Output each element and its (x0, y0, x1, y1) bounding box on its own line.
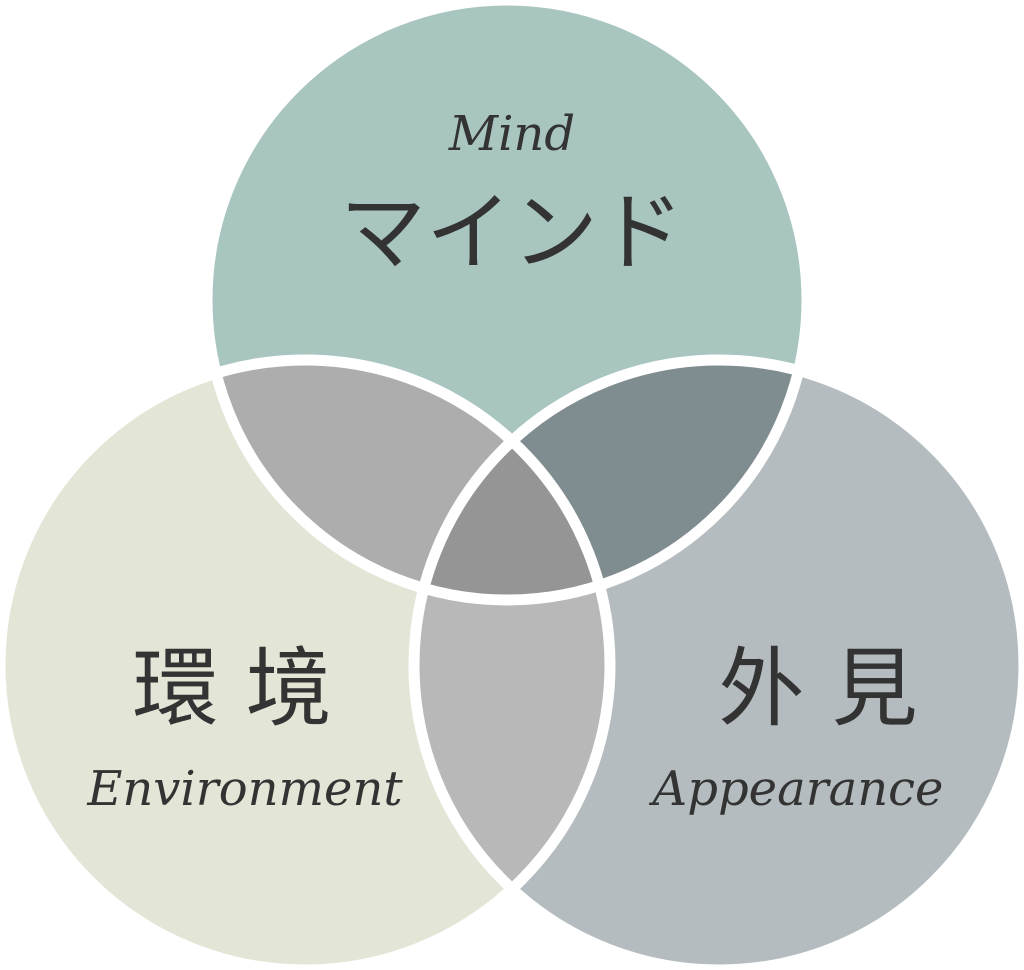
mind-label-en: Mind (448, 106, 575, 162)
appearance-label-en: Appearance (649, 761, 944, 817)
environment-label-jp: 環 境 (132, 639, 331, 739)
mind-label-jp: マインド (340, 183, 684, 283)
appearance-label-jp: 外 見 (718, 639, 917, 739)
environment-label-en: Environment (86, 761, 403, 817)
